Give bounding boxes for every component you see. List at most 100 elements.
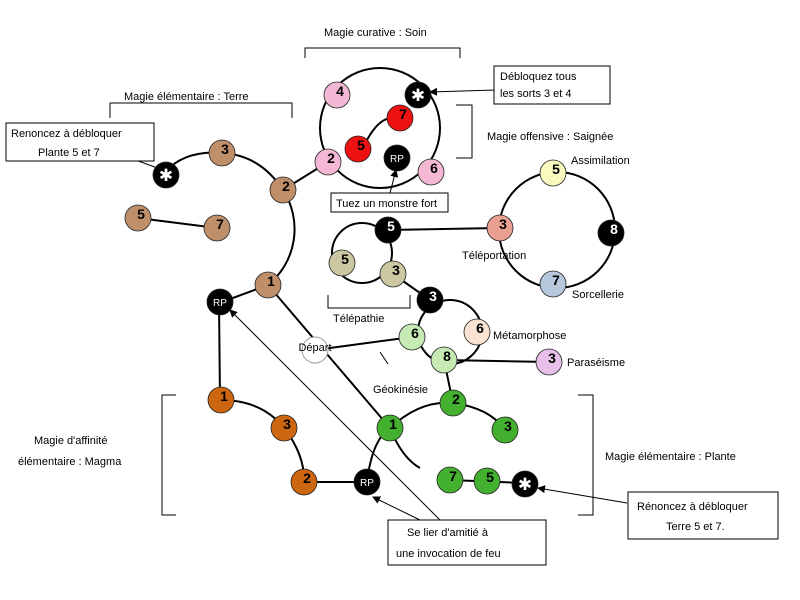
node-tele-3: 3: [486, 214, 514, 242]
telepathy-circle: [331, 222, 393, 284]
node-circle: [416, 286, 444, 314]
earth1-to-plant1: [267, 284, 391, 429]
arrow-fire-rp: [229, 309, 441, 521]
node-earth-5: 5: [124, 204, 152, 232]
geo-to-para: [443, 359, 550, 363]
brackets: [109, 47, 594, 516]
node-label: 5: [486, 469, 494, 485]
node-label: RP: [390, 154, 404, 165]
node-circle: [539, 270, 567, 298]
node-circle: [374, 216, 402, 244]
node-plant-5: 5: [473, 467, 501, 495]
arrow-plant-note: [537, 485, 628, 504]
node-label: 5: [387, 218, 395, 234]
node-tele-8: 8: [597, 219, 625, 247]
node-plant-3: 3: [491, 416, 519, 444]
node-label: RP: [360, 478, 374, 489]
arrow-kill: [389, 169, 399, 194]
geo-pointer: [379, 351, 389, 365]
asterisk-icon: ✱: [411, 86, 425, 106]
label-teleportation: Téléportation: [462, 250, 526, 262]
node-circle: [386, 104, 414, 132]
label-geokinesis: Géokinésie: [373, 384, 428, 396]
note-earth-line1: Renoncez à débloquer: [11, 128, 122, 140]
node-plant-7: 7: [436, 466, 464, 494]
asterisk-icon: ✱: [518, 475, 532, 495]
node-label: 5: [341, 251, 349, 267]
rp-to-magma1: [218, 301, 221, 401]
node-tp-5: 5: [328, 249, 356, 277]
node-earth-1: 1: [254, 271, 282, 299]
node-heal-rp: RP: [383, 144, 411, 172]
note-unlock: Débloquez tous les sorts 3 et 4: [493, 65, 611, 105]
node-meta-6: 6: [463, 318, 491, 346]
node-circle: [379, 260, 407, 288]
label-healing: Magie curative : Soin: [324, 27, 427, 39]
telepathy-bracket: [327, 295, 411, 309]
node-heal-star: ✱: [404, 81, 432, 109]
magma-arc: [219, 399, 306, 483]
node-plant-2: 2: [439, 389, 467, 417]
node-label: 6: [476, 320, 484, 336]
node-label: 3: [499, 216, 507, 232]
teleport-link: [387, 227, 500, 231]
node-label: 8: [610, 221, 618, 237]
node-label: 3: [392, 262, 400, 278]
node-geo-8: 8: [430, 346, 458, 374]
node-para-3: 3: [535, 348, 563, 376]
asterisk-icon: ✱: [159, 166, 173, 186]
node-circle: [203, 214, 231, 242]
node-start-rp: RP: [206, 288, 234, 316]
arrows: [129, 87, 628, 521]
note-fire-line1: Se lier d'amitié à: [407, 527, 489, 539]
note-unlock-line1: Débloquez tous: [500, 71, 577, 83]
start-label: Départ: [298, 342, 331, 354]
node-label: 7: [399, 106, 407, 122]
healing-bracket: [304, 47, 461, 58]
node-circle: [353, 468, 381, 496]
node-label: 7: [449, 468, 457, 484]
node-label: 5: [137, 206, 145, 222]
node-bleed-7: 7: [386, 104, 414, 132]
arrow-unlock: [429, 87, 496, 96]
node-label: 8: [443, 348, 451, 364]
node-earth-2: 2: [269, 176, 297, 204]
note-plant-line2: Terre 5 et 7.: [666, 521, 725, 533]
node-label: 3: [221, 141, 229, 157]
node-circle: [430, 346, 458, 374]
healing-circle: [319, 67, 441, 189]
group-labels: Magie curative : Soin Magie élémentaire …: [18, 27, 736, 468]
label-sorcery: Sorcellerie: [572, 289, 624, 301]
node-circle: [436, 466, 464, 494]
node-label: 7: [552, 272, 560, 288]
geo6-to-start: [314, 336, 413, 351]
note-plant: Rénoncez à débloquer Terre 5 et 7.: [627, 491, 779, 540]
label-magma-1: Magie d'affinité: [34, 435, 107, 447]
node-label: 5: [357, 137, 365, 153]
node-circle: [323, 81, 351, 109]
node-magma-3: 3: [270, 414, 298, 442]
node-circle: [535, 348, 563, 376]
note-unlock-box: [493, 65, 611, 105]
magma-bracket: [161, 394, 176, 516]
node-circle: [254, 271, 282, 299]
plant-arc: [366, 401, 506, 483]
node-circle: [491, 416, 519, 444]
node-tp-3: 3: [379, 260, 407, 288]
node-tele-7: 7: [539, 270, 567, 298]
node-circle: [328, 249, 356, 277]
node-geo-6: 6: [398, 323, 426, 351]
node-tele-link-5: 5: [374, 216, 402, 244]
teleport-circle: [498, 171, 616, 289]
node-label: 2: [303, 470, 311, 486]
node-label: 2: [282, 178, 290, 194]
node-circle: [314, 148, 342, 176]
node-label: 1: [220, 388, 228, 404]
label-earth: Magie élémentaire : Terre: [124, 91, 249, 103]
node-label: 2: [327, 150, 335, 166]
node-circle: [439, 389, 467, 417]
node-label: 3: [283, 416, 291, 432]
note-earth: Renoncez à débloquer Plante 5 et 7: [5, 122, 155, 162]
